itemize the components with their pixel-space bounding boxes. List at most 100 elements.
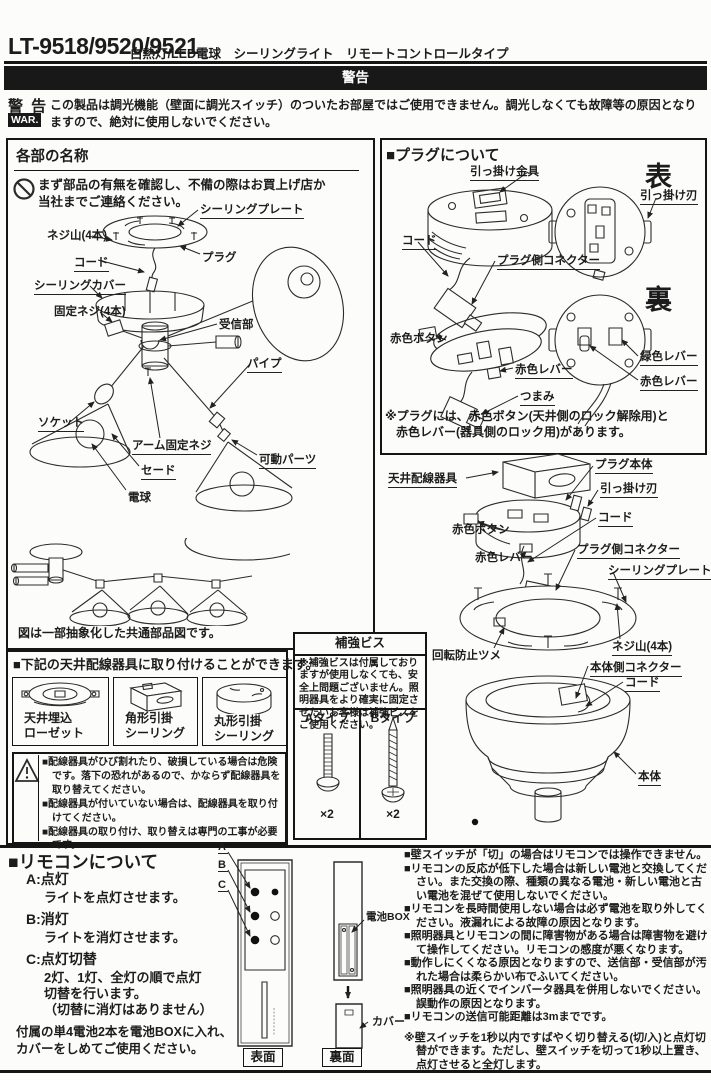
warning-text: この製品は調光機能（壁面に調光スイッチ）のついたお部屋ではご使用できません。調光… bbox=[50, 98, 697, 130]
label-red-button: 赤色ボタン bbox=[390, 333, 448, 345]
round-ceiling-drawing bbox=[204, 680, 285, 714]
prohibition-icon bbox=[12, 177, 36, 201]
remote-fn-c: C:点灯切替 bbox=[26, 949, 97, 969]
label-arm-screw: アーム固定ネジ bbox=[132, 440, 212, 455]
remote-note-4: ■照明器具とリモコンの間に障害物がある場合は障害物を避けて操作してください。リモ… bbox=[404, 930, 708, 956]
plug-back-char: 裏 bbox=[645, 285, 672, 315]
fixtures-section-box bbox=[6, 650, 288, 845]
remote-fn-c-key: C: bbox=[26, 951, 41, 967]
label-assembly-blade: 引っ掛け刃 bbox=[600, 483, 658, 498]
plug-note-line1: ※プラグには、赤色ボタン(天井側のロック解除用)と bbox=[385, 409, 669, 423]
fixtures-warning-box bbox=[12, 752, 287, 844]
remote-fn-a: A:点灯 bbox=[26, 869, 69, 889]
remote-title: ■リモコンについて bbox=[8, 852, 159, 872]
screw-b-drawing bbox=[377, 716, 409, 808]
remote-fn-b: B:消灯 bbox=[26, 909, 69, 929]
warning-badge: WAR. bbox=[8, 113, 42, 127]
fixture3-line2: シーリング bbox=[214, 729, 275, 743]
page-bottom-rule bbox=[0, 1070, 711, 1073]
fixture3-line1: 丸形引掛 bbox=[214, 714, 263, 728]
parts-section-box bbox=[6, 138, 375, 650]
screws-title: 補強ビス bbox=[334, 636, 385, 650]
label-cord: コード bbox=[74, 257, 109, 272]
remote-fn-b-key: B: bbox=[26, 911, 41, 927]
battery-note-line2: カバーをしめてご使用ください。 bbox=[16, 1042, 204, 1056]
label-battery-box: 電池BOX bbox=[366, 911, 410, 923]
label-hook-blade: 引っ掛け刃 bbox=[640, 190, 698, 205]
remote-extra-note: ※壁スイッチを1秒以内ですばやく切り替える(切/入)と点灯切替ができます。ただし… bbox=[404, 1031, 706, 1071]
plug-section-box bbox=[380, 138, 707, 455]
label-assembly-plate: シーリングプレート bbox=[608, 565, 711, 580]
fixtures-warning-divider bbox=[38, 755, 40, 841]
label-pipe: パイプ bbox=[247, 358, 282, 373]
remote-callout-b: B bbox=[218, 859, 228, 872]
remote-fn-a-key: A: bbox=[26, 871, 41, 887]
fixture2-line2: シーリング bbox=[125, 726, 186, 740]
plug-title: ■プラグについて bbox=[386, 147, 500, 164]
remote-callout-c: C bbox=[218, 879, 228, 892]
label-plug-cord: コード bbox=[402, 235, 437, 250]
remote-back-tag: 裏面 bbox=[322, 1048, 362, 1067]
screw-b-qty: ×2 bbox=[386, 807, 400, 821]
label-plug-body: プラグ本体 bbox=[595, 459, 653, 474]
remote-note-5: ■動作しにくくなる原因となりますので、送信部・受信部が汚れた場合は柔らかい布でふ… bbox=[404, 957, 707, 983]
label-green-lever: 緑色レバー bbox=[640, 351, 698, 366]
remote-note-2: ■リモコンの反応が低下した場合は新しい電池と交換してください。また交換の際、種類… bbox=[404, 862, 707, 902]
label-assembly-cord: コード bbox=[598, 512, 633, 527]
remote-section-top-rule bbox=[0, 845, 711, 848]
label-knob: つまみ bbox=[520, 391, 555, 406]
warning-banner: 警告 bbox=[4, 66, 707, 90]
remote-callout-a: A bbox=[218, 841, 228, 854]
screws-divider-v bbox=[359, 708, 361, 838]
parts-title: 各部の名称 bbox=[16, 149, 89, 165]
fixtures-warning-2: ■配線器具が付いていない場合は、配線器具を取り付けてください。 bbox=[42, 798, 278, 824]
assembly-diagram bbox=[408, 452, 708, 826]
label-ceiling-fixture: 天井配線器具 bbox=[388, 473, 457, 488]
label-shade: セード bbox=[141, 465, 176, 480]
remote-notes-list: ■壁スイッチが「切」の場合はリモコンでは操作できません。 ■リモコンの反応が低下… bbox=[404, 849, 708, 1072]
label-ceiling-plate: シーリングプレート bbox=[200, 204, 304, 219]
label-body-cord: コード bbox=[625, 677, 660, 692]
fixture-cell-rosette bbox=[12, 677, 109, 746]
remote-fn-c-desc2: 切替を行います。 bbox=[44, 986, 147, 1001]
label-red-lever: 赤色レバー bbox=[515, 364, 573, 379]
remote-fn-a-name: 点灯 bbox=[40, 871, 69, 887]
plug-front-char: 表 bbox=[645, 162, 672, 192]
label-body: 本体 bbox=[638, 771, 661, 786]
remote-fn-b-desc: ライトを消灯させます。 bbox=[44, 930, 186, 945]
rosette-drawing bbox=[14, 680, 106, 712]
product-title: 白熱灯/LED電球 シーリングライト リモートコントロールタイプ bbox=[130, 47, 509, 61]
fixture1-line2: ローゼット bbox=[24, 726, 85, 740]
fixture-cell-square bbox=[113, 677, 198, 746]
parts-check-note-line2: 当社までご連絡ください。 bbox=[38, 195, 189, 209]
label-red-lever-back: 赤色レバー bbox=[640, 376, 698, 391]
fixtures-title: ■下記の天井配線器具に取り付けることができます。 bbox=[13, 657, 319, 672]
label-receiver: 受信部 bbox=[219, 319, 254, 331]
remote-note-7: ■リモコンの送信可能距離は3mまでです。 bbox=[404, 1011, 613, 1023]
fixture-cell-round bbox=[202, 677, 287, 746]
remote-fn-c-desc3: （切替に消灯はありません） bbox=[44, 1002, 213, 1017]
remote-front-tag: 表面 bbox=[243, 1048, 283, 1067]
remote-fn-a-desc: ライトを点灯させます。 bbox=[44, 890, 186, 905]
plug-diagram bbox=[382, 158, 705, 430]
remote-fn-c-name: 点灯切替 bbox=[40, 951, 97, 967]
parts-check-note-line1: まず部品の有無を確認し、不備の際はお買上げ店か bbox=[38, 178, 326, 192]
label-socket: ソケット bbox=[38, 417, 84, 432]
model-number: LT-9518/9520/9521 bbox=[8, 33, 199, 59]
label-assembly-connector: プラグ側コネクター bbox=[577, 544, 681, 559]
plug-note-line2: 赤色レバー(器具側のロック用)があります。 bbox=[396, 425, 631, 439]
diagram-note: 図は一部抽象化した共通部品図です。 bbox=[18, 626, 221, 640]
label-body-connector: 本体側コネクター bbox=[590, 662, 682, 677]
label-bulb: 電球 bbox=[128, 492, 151, 504]
ceiling-light-diagram bbox=[8, 196, 372, 518]
label-assembly-red-button: 赤色ボタン bbox=[452, 524, 510, 536]
label-ceiling-cover: シーリングカバー bbox=[34, 280, 126, 295]
square-ceiling-drawing bbox=[115, 680, 196, 714]
label-cover: カバー bbox=[372, 1016, 405, 1028]
remote-fn-c-desc1: 2灯、1灯、全灯の順で点灯 bbox=[44, 970, 202, 985]
label-fixing-screws: 固定ネジ(4本) bbox=[54, 306, 126, 318]
label-hook-fitting: 引っ掛け金具 bbox=[470, 166, 539, 181]
label-plug-connector: プラグ側コネクター bbox=[497, 255, 601, 270]
fixtures-warning-list: ■配線器具がひび割れたり、破損している場合は危険です。落下の恐れがあるので、かな… bbox=[42, 756, 284, 853]
